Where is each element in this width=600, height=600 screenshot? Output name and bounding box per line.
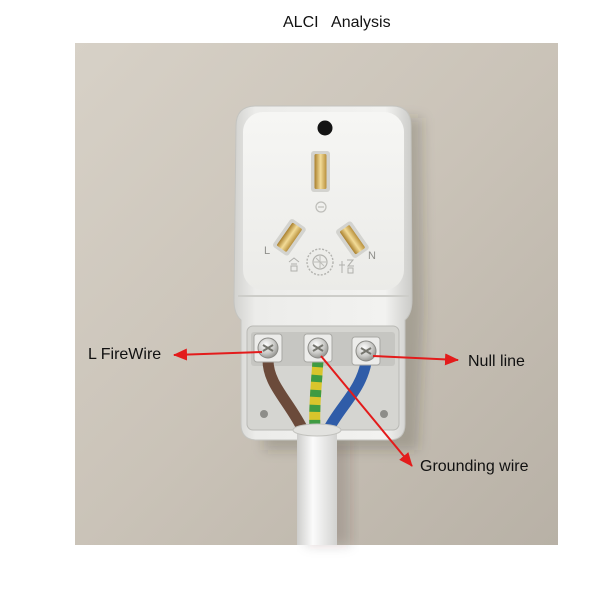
terminal-live <box>253 333 283 363</box>
seal-lettering <box>288 257 355 274</box>
live-pin <box>273 219 306 256</box>
live-pin-marking: L <box>264 245 270 257</box>
neutral-wire-label: Null line <box>468 353 525 370</box>
earth-symbol-icon <box>315 201 327 213</box>
terminal-ground <box>303 333 333 363</box>
terminal-neutral <box>351 336 381 366</box>
ground-wire-label: Grounding wire <box>420 458 529 475</box>
mounting-hole-left <box>260 410 268 418</box>
live-wire-label: L FireWire <box>88 346 162 363</box>
live-wire <box>262 354 310 438</box>
ground-wire-arrow <box>320 355 413 467</box>
earth-pin <box>311 151 330 192</box>
neutral-wire-arrow <box>372 353 459 366</box>
certification-seal <box>288 248 355 276</box>
page-title: ALCI Analysis <box>283 14 391 31</box>
neutral-pin <box>336 221 369 258</box>
live-wire-arrow <box>173 348 263 361</box>
cable-collar <box>292 423 342 437</box>
mounting-hole-right <box>380 410 388 418</box>
face-hole <box>317 120 333 136</box>
neutral-wire <box>321 357 372 438</box>
plug-face <box>243 112 404 290</box>
power-cable <box>297 428 337 545</box>
neutral-pin-marking: N <box>368 250 376 262</box>
